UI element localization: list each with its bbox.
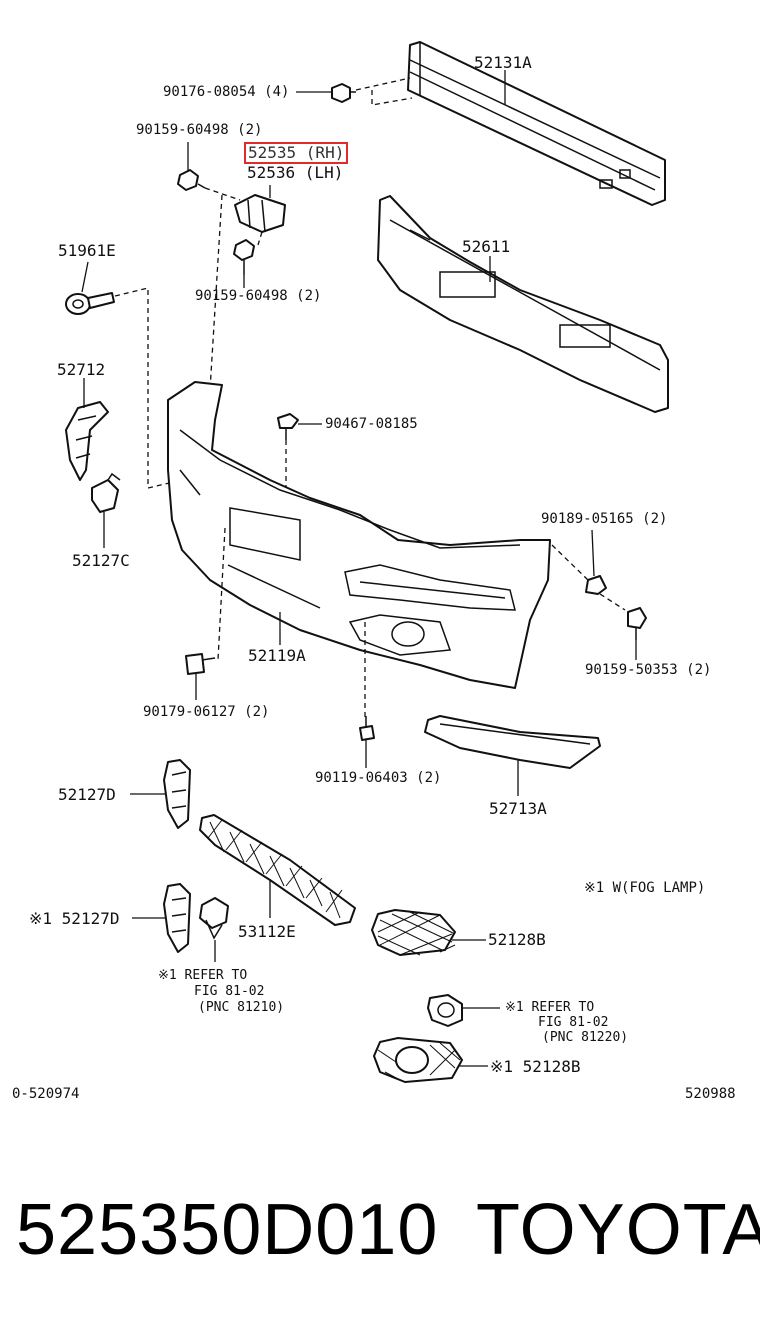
footer: 525350D010 TOYOTA bbox=[0, 1180, 760, 1300]
screw-90119 bbox=[359, 716, 375, 741]
eye-bolt-51961E bbox=[65, 292, 115, 315]
note-refer-1-line2: FIG 81-02 bbox=[194, 984, 265, 999]
callout-90159-upper: 90159-60498 (2) bbox=[136, 122, 263, 138]
cap-52127C bbox=[91, 472, 121, 513]
note-refer-2-line3: (PNC 81220) bbox=[542, 1030, 629, 1045]
callout-52127D-lower: ※1 52127D bbox=[29, 909, 120, 928]
diagram-drawing bbox=[65, 41, 669, 1083]
fog-cover-52128B-upper bbox=[371, 909, 456, 956]
callout-52127D-upper: 52127D bbox=[58, 785, 116, 804]
bumper-cover-52119A bbox=[167, 381, 551, 689]
cover-52127D-upper bbox=[163, 759, 191, 829]
cover-52127D-lower bbox=[163, 883, 191, 953]
callout-90467: 90467-08185 bbox=[325, 416, 418, 432]
callout-90189: 90189-05165 (2) bbox=[541, 511, 668, 527]
callout-52131A: 52131A bbox=[474, 53, 532, 72]
note-refer-2-line2: FIG 81-02 bbox=[538, 1015, 609, 1030]
diagram-code-right: 520988 bbox=[685, 1086, 736, 1102]
absorber-52611 bbox=[377, 195, 669, 413]
parts-diagram: 52131A 90176-08054 (4) 90159-60498 (2) 5… bbox=[12, 41, 736, 1102]
footer-part-number: 525350D010 bbox=[16, 1190, 439, 1270]
screw-90159-50353 bbox=[627, 607, 647, 640]
side-retainer-52712 bbox=[65, 401, 109, 481]
fog-lamp-81220 bbox=[427, 994, 463, 1027]
note-fog-lamp: ※1 W(FOG LAMP) bbox=[584, 880, 706, 896]
note-refer-1-line3: (PNC 81210) bbox=[198, 1000, 285, 1015]
clip-90179 bbox=[185, 653, 216, 675]
bolt-90176 bbox=[331, 83, 356, 103]
molding-52713A bbox=[424, 715, 601, 769]
note-refer-2-line1: ※1 REFER TO bbox=[505, 1000, 595, 1015]
callout-52536: 52536 (LH) bbox=[247, 163, 344, 182]
bracket-52535 bbox=[234, 194, 286, 233]
callout-53112E: 53112E bbox=[238, 922, 296, 941]
callout-90159-lower: 90159-60498 (2) bbox=[195, 288, 322, 304]
bolt-90159-lower bbox=[233, 239, 255, 275]
callout-52119A: 52119A bbox=[248, 646, 306, 665]
callout-52128B-lower: ※1 52128B bbox=[490, 1057, 581, 1076]
clip-90467 bbox=[277, 413, 299, 440]
callout-52713A: 52713A bbox=[489, 799, 547, 818]
callout-52127C: 52127C bbox=[72, 551, 130, 570]
callout-52712: 52712 bbox=[57, 360, 106, 379]
callout-90159-50353: 90159-50353 (2) bbox=[585, 662, 712, 678]
callout-90119: 90119-06403 (2) bbox=[315, 770, 442, 786]
reinforcement-bar-52131A bbox=[407, 41, 666, 206]
callout-52128B-upper: 52128B bbox=[488, 930, 546, 949]
grille-53112E bbox=[199, 814, 356, 926]
callout-52611: 52611 bbox=[462, 237, 511, 256]
bolt-90159-upper bbox=[177, 169, 206, 191]
diagram-code-left: 0-520974 bbox=[12, 1086, 80, 1102]
note-refer-1-line1: ※1 REFER TO bbox=[158, 968, 248, 983]
footer-brand: TOYOTA bbox=[476, 1190, 760, 1270]
callout-51961E: 51961E bbox=[58, 241, 116, 260]
clip-90189 bbox=[585, 575, 607, 595]
callout-90176: 90176-08054 (4) bbox=[163, 84, 290, 100]
fog-lamp-81210 bbox=[199, 897, 229, 940]
fog-cover-52128B-lower bbox=[373, 1037, 463, 1083]
callout-52535-highlighted: 52535 (RH) bbox=[244, 142, 349, 164]
callout-90179: 90179-06127 (2) bbox=[143, 704, 270, 720]
